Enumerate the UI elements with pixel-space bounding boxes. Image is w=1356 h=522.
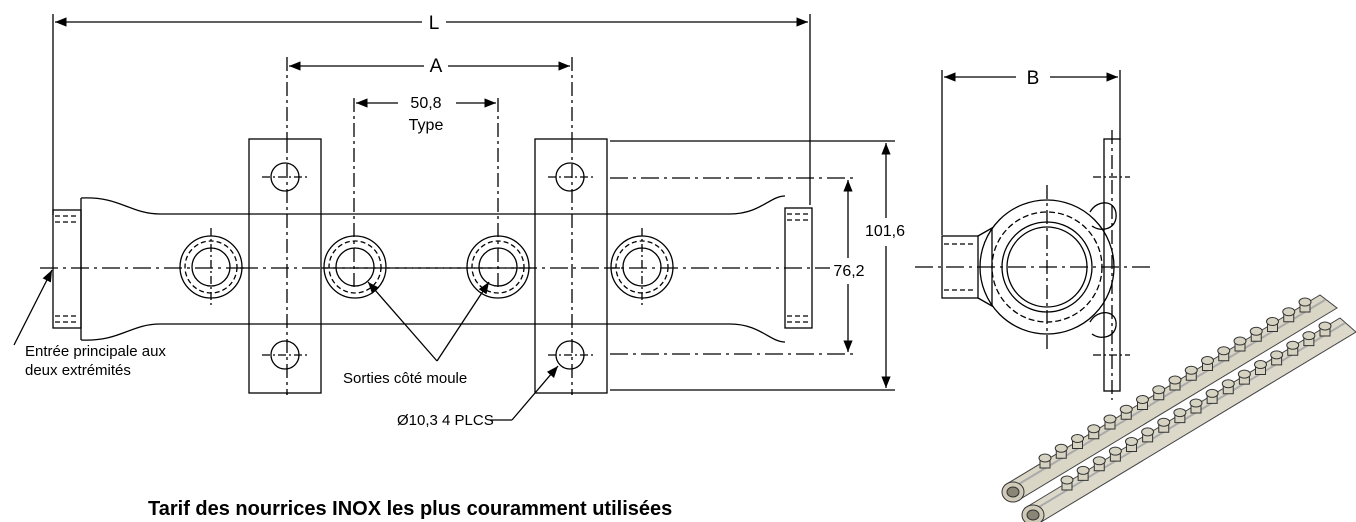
- side-view: [915, 70, 1150, 400]
- manifold-nipple-top: [1119, 404, 1133, 414]
- dim-inner-height-label: 76,2: [833, 263, 864, 280]
- manifold-nipple-top: [1266, 317, 1279, 326]
- manifold-nipple-top: [1221, 379, 1235, 389]
- manifold-nipple-top: [1038, 453, 1052, 463]
- manifold-nipple-top: [1125, 437, 1138, 446]
- dimension-pitch: [353, 98, 499, 290]
- manifold-nipple-top: [1173, 408, 1187, 418]
- manifold-nipple-top: [1168, 375, 1182, 385]
- stainless-manifold-photo: [1001, 294, 1356, 522]
- manifold-nipple-top: [1298, 297, 1312, 307]
- outlet-port-3: [466, 235, 530, 299]
- manifold-nipple-top: [1103, 414, 1117, 424]
- manifold-nipple-top: [1136, 395, 1149, 404]
- manifold-nipple-top: [1270, 350, 1284, 360]
- outlet-port-2: [323, 235, 387, 299]
- outlet-port-4: [610, 228, 674, 306]
- note-inlet-line2: deux extrémités: [25, 362, 131, 379]
- page-heading: Tarif des nourrices INOX les plus couram…: [148, 498, 673, 520]
- outlet-port-1: [179, 228, 243, 306]
- flange-left: [248, 138, 322, 394]
- manifold-nipple-top: [1286, 340, 1300, 350]
- manifold-nipple-top: [1087, 424, 1101, 434]
- dimension-L: [52, 14, 811, 215]
- dim-A-label: A: [430, 56, 443, 77]
- manifold-nipple-top: [1237, 369, 1251, 379]
- flange-right: [534, 138, 608, 394]
- manifold-nipple-top: [1184, 365, 1198, 375]
- manifold-nipple-top: [1108, 446, 1122, 456]
- manifold-nipple-top: [1282, 307, 1296, 317]
- manifold-nipple-top: [1189, 398, 1203, 408]
- manifold-nipple-top: [1152, 385, 1166, 395]
- manifold-nipple-top: [1233, 336, 1247, 346]
- note-inlet-line1: Entrée principale aux: [25, 343, 166, 360]
- manifold-nipple-top: [1141, 427, 1155, 437]
- manifold-nipple-top: [1201, 356, 1214, 365]
- leader-inlet: [13, 269, 53, 346]
- manifold-nipple-top: [1076, 465, 1090, 475]
- manifold-nipple-top: [1092, 456, 1106, 466]
- note-outlets: Sorties côté moule: [343, 370, 467, 387]
- manifold-nipple-top: [1060, 475, 1074, 485]
- manifold-nipple-top: [1249, 326, 1263, 336]
- manifold-nipple-top: [1054, 443, 1068, 453]
- dimension-height-outer: [610, 140, 895, 391]
- manifold-body: [40, 195, 830, 343]
- dim-pitch-label: 50,8: [410, 95, 441, 112]
- leader-holes: [490, 365, 559, 421]
- manifold-nipple-top: [1254, 360, 1267, 369]
- dim-pitch-note: Type: [409, 117, 444, 134]
- manifold-nipple-top: [1302, 331, 1316, 341]
- leader-outlets: [367, 281, 490, 362]
- manifold-nipple-top: [1205, 388, 1219, 398]
- dimension-height-inner: [610, 177, 857, 355]
- manifold-nipple-top: [1157, 417, 1171, 427]
- manifold-nipple-top: [1217, 346, 1231, 356]
- note-holes: Ø10,3 4 PLCS: [397, 412, 494, 429]
- dim-B-label: B: [1027, 68, 1040, 89]
- dim-outer-height-label: 101,6: [865, 223, 905, 240]
- dim-L-label: L: [429, 13, 440, 34]
- manifold-nipple-top: [1318, 321, 1332, 331]
- manifold-nipple-top: [1071, 434, 1084, 443]
